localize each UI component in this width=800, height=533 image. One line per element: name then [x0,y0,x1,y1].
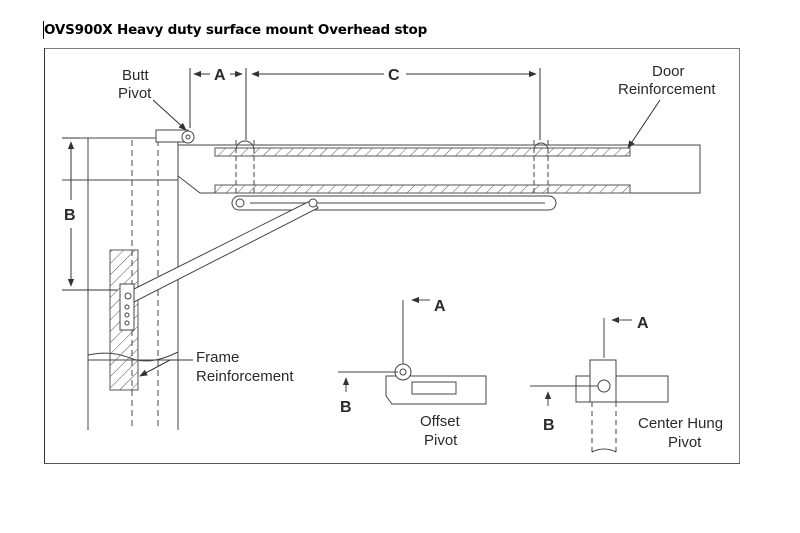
diagram-border-bottom [44,463,740,464]
butt-pivot-label-line2: Pivot [118,85,152,102]
overhead-stop-channel [231,195,557,211]
diagram-border-right [739,48,740,464]
butt-pivot-label: Butt [122,67,150,84]
frame-reinforcement-label-line2: Reinforcement [196,368,294,385]
offset-pivot-label: Offset [420,413,461,430]
door-reinforcement-label: Door [652,63,685,80]
dimension-b-label: B [64,207,76,224]
leader-lines [139,99,661,377]
door-reinforcement-label-line2: Reinforcement [618,81,716,98]
dimension-c-label: C [388,67,400,84]
center-hung-pivot-label-line2: Pivot [668,434,702,451]
center-dimension-b-label: B [543,417,555,434]
center-hung-pivot-detail [530,316,669,453]
door [177,140,701,196]
frame-reinforcement-label: Frame [196,349,239,366]
offset-dimension-b-label: B [340,399,352,416]
stop-arm [119,198,319,331]
offset-dimension-a-label: A [434,298,446,315]
center-dimension-a-label: A [637,315,649,332]
offset-pivot-label-line2: Pivot [424,432,458,449]
center-hung-pivot-label: Center Hung [638,415,723,432]
offset-pivot-detail [338,296,487,405]
dimension-lines [62,68,541,291]
dimension-a-label: A [214,67,226,84]
diagram-border-left [44,48,45,464]
title-cursor-bar [43,21,44,39]
page-title: OVS900X Heavy duty surface mount Overhea… [44,22,428,38]
diagram-border-top [44,48,740,49]
butt-pivot-hinge [155,129,195,144]
